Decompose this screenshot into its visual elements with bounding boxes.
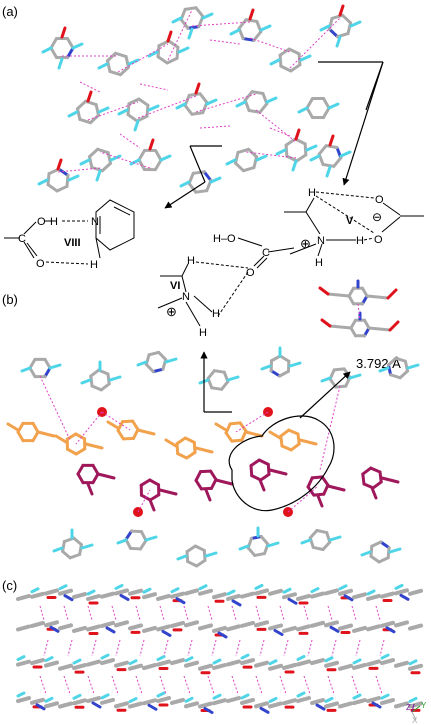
viii-h-top: H [50,216,58,228]
vi-plus: ⊕ [166,304,177,319]
motif-v [284,191,424,257]
crystal-network-a [37,4,362,194]
panel-label-c: (c) [2,578,18,593]
v-h-top: H [308,187,316,199]
viii-o-top: O [37,216,46,228]
axis-x: X [412,716,418,725]
v-minus: ⊖ [372,210,382,224]
v-h-bottom: H [315,257,323,269]
panel-label-a: (a) [2,4,18,19]
v-o-top: O [375,194,384,206]
vi-n: N [182,291,190,303]
layered-stack-c [16,583,423,715]
pointer-lines-b [200,351,351,512]
vi-o: O [246,267,255,279]
axes-indicator [411,703,421,721]
vi-label: VI [170,280,180,292]
motif-viii [4,199,135,265]
v-n: N [317,235,325,247]
viii-o-bottom: O [36,258,45,270]
vi-c: C [262,247,270,259]
vi-h-top: H [187,255,195,267]
motif-vi [157,237,295,327]
pointer-lines-a [164,61,384,209]
v-plus: ⊕ [300,236,311,251]
panel-label-b: (b) [2,292,18,307]
v-label: V [346,215,354,227]
viii-n: N [91,216,99,228]
viii-h-bottom: H [90,259,98,271]
viii-label: VIII [64,237,81,249]
v-h-mid: H [356,235,364,247]
axis-z: Z [406,703,411,712]
vi-h-mid: H [212,308,220,320]
vi-ho: H–O [213,233,236,245]
axis-y: Y [421,701,427,710]
viii-c: C [18,233,26,245]
vi-h-bottom: H [199,327,207,339]
v-o-bottom: O [374,234,383,246]
stacked-dimer-inset [318,279,400,338]
crystal-network-b [6,346,420,568]
